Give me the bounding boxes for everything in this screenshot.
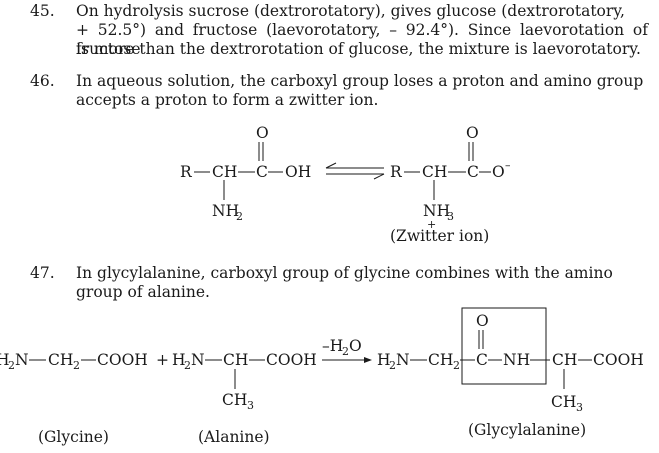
product-c: C bbox=[476, 351, 488, 369]
alanine-ch3-sub: 3 bbox=[247, 399, 254, 412]
product-h: H bbox=[377, 351, 391, 369]
atom-o-top-left: O bbox=[256, 124, 269, 142]
minus-charge: – bbox=[505, 159, 511, 172]
atom-nh3-right: NH bbox=[423, 202, 450, 220]
question-number-46: 46. bbox=[30, 72, 55, 90]
reagent-h: –H bbox=[322, 337, 343, 355]
glycine-h-sub: 2 bbox=[8, 359, 15, 372]
product-ch: CH bbox=[428, 351, 453, 369]
glycine-label: (Glycine) bbox=[38, 428, 109, 446]
peptide-bond-box bbox=[461, 307, 547, 385]
glycine-ch-sub: 2 bbox=[73, 359, 80, 372]
product-ch-sub: 2 bbox=[453, 359, 460, 372]
product-ch3: CH bbox=[551, 393, 576, 411]
question-number-45: 45. bbox=[30, 2, 55, 20]
glycine-h: H bbox=[0, 351, 10, 369]
alanine-label: (Alanine) bbox=[198, 428, 270, 446]
atom-c-left: C bbox=[256, 163, 268, 181]
zwitter-ion-caption: (Zwitter ion) bbox=[390, 227, 489, 245]
alanine-ch: CH bbox=[223, 351, 248, 369]
answer-47-line-2: group of alanine. bbox=[76, 283, 210, 301]
answer-45-line-1: On hydrolysis sucrose (dextrorotatory), … bbox=[76, 2, 625, 20]
atom-ch-right: CH bbox=[422, 163, 447, 181]
glycylalanine-label: (Glycylalanine) bbox=[468, 421, 586, 439]
product-n: N bbox=[396, 351, 410, 369]
subscript-2-left: 2 bbox=[236, 210, 243, 223]
product-o-top: O bbox=[476, 312, 489, 330]
product-ch3-sub: 3 bbox=[576, 401, 583, 414]
atom-o-top-right: O bbox=[466, 124, 479, 142]
answer-46-line-2: accepts a proton to form a zwitter ion. bbox=[76, 91, 379, 109]
product-nh: NH bbox=[503, 351, 530, 369]
atom-r-left: R bbox=[180, 163, 193, 181]
atom-o-minus-right: O bbox=[492, 163, 505, 181]
atom-nh2-left: NH bbox=[212, 202, 239, 220]
glycine-cooh: COOH bbox=[97, 351, 148, 369]
answer-46-line-1: In aqueous solution, the carboxyl group … bbox=[76, 72, 644, 90]
atom-c-right: C bbox=[467, 163, 479, 181]
product-ch-alpha: CH bbox=[552, 351, 577, 369]
atom-ch-left: CH bbox=[212, 163, 237, 181]
product-cooh: COOH bbox=[593, 351, 644, 369]
answer-45-line-2: + 52.5°) and fructose (laevorotatory, – … bbox=[76, 21, 648, 58]
reagent-sub: 2 bbox=[342, 345, 349, 358]
plus-charge: + bbox=[427, 218, 436, 231]
alanine-cooh: COOH bbox=[266, 351, 317, 369]
alanine-n: N bbox=[191, 351, 205, 369]
answer-45-line-3: is more than the dextrorotation of gluco… bbox=[76, 40, 641, 58]
alanine-ch3: CH bbox=[222, 391, 247, 409]
atom-r-right: R bbox=[390, 163, 403, 181]
subscript-3-right: 3 bbox=[447, 210, 454, 223]
atom-oh-left: OH bbox=[285, 163, 311, 181]
reagent-o: O bbox=[349, 337, 362, 355]
plus-sign: + bbox=[156, 351, 169, 369]
glycine-n: N bbox=[15, 351, 29, 369]
answer-47-line-1: In glycylalanine, carboxyl group of glyc… bbox=[76, 264, 613, 282]
product-h-sub: 2 bbox=[389, 359, 396, 372]
peptide-formation-diagram: H 2 N CH 2 COOH + H 2 N CH COOH CH 3 –H … bbox=[0, 307, 644, 446]
alanine-h: H bbox=[172, 351, 186, 369]
alanine-h-sub: 2 bbox=[184, 359, 191, 372]
glycine-ch: CH bbox=[48, 351, 73, 369]
question-number-47: 47. bbox=[30, 264, 55, 282]
zwitter-ion-equilibrium-diagram: R CH C OH O NH 2 R CH C O – O NH 3 + (Zw… bbox=[180, 124, 511, 245]
